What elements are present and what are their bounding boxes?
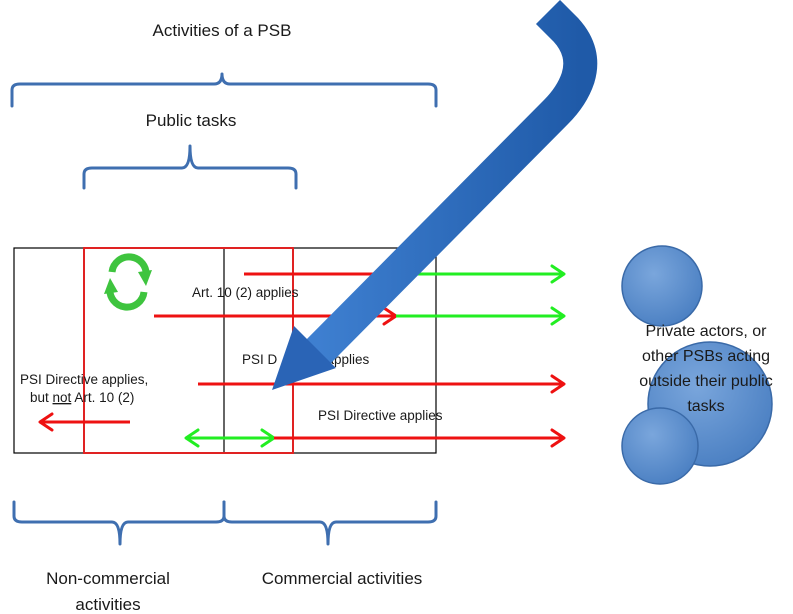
arrow-row4-green-left-head [184,428,200,448]
big-blue-arrow [272,0,598,390]
activities-psb-label: Activities of a PSB [153,21,292,40]
bubble-text-line4: tasks [687,398,724,415]
bubble-small [621,407,699,485]
left-note-line2: but not Art. 10 (2) [30,390,134,405]
arrow-left-head [38,412,54,432]
arrow-row2-head [550,306,566,326]
arrow-row1-head [550,264,566,284]
actors-bubbles [621,245,773,485]
art10-applies-label: Art. 10 (2) applies [192,285,299,300]
bubble-top [621,245,703,327]
noncommercial-brace [12,500,226,546]
psi-directive-label-2: PSI Directive applies [318,408,443,423]
bubble-text-line1: Private actors, or [646,323,768,340]
left-note-line1: PSI Directive applies, [20,372,148,387]
arrow-row4-head [550,428,566,448]
public-tasks-brace [82,144,298,190]
bubble-text-line2: other PSBs acting [642,348,770,365]
green-refresh-icon [104,253,152,311]
commercial-label: Commercial activities [262,569,423,588]
bubble-text-line3: outside their public [639,373,772,390]
activities-brace [10,72,438,108]
noncommercial-label-line2: activities [75,595,140,614]
noncommercial-label-line1: Non-commercial [46,569,170,588]
commercial-brace [222,500,438,546]
public-tasks-label: Public tasks [146,111,237,130]
arrow-row3-head [550,374,566,394]
